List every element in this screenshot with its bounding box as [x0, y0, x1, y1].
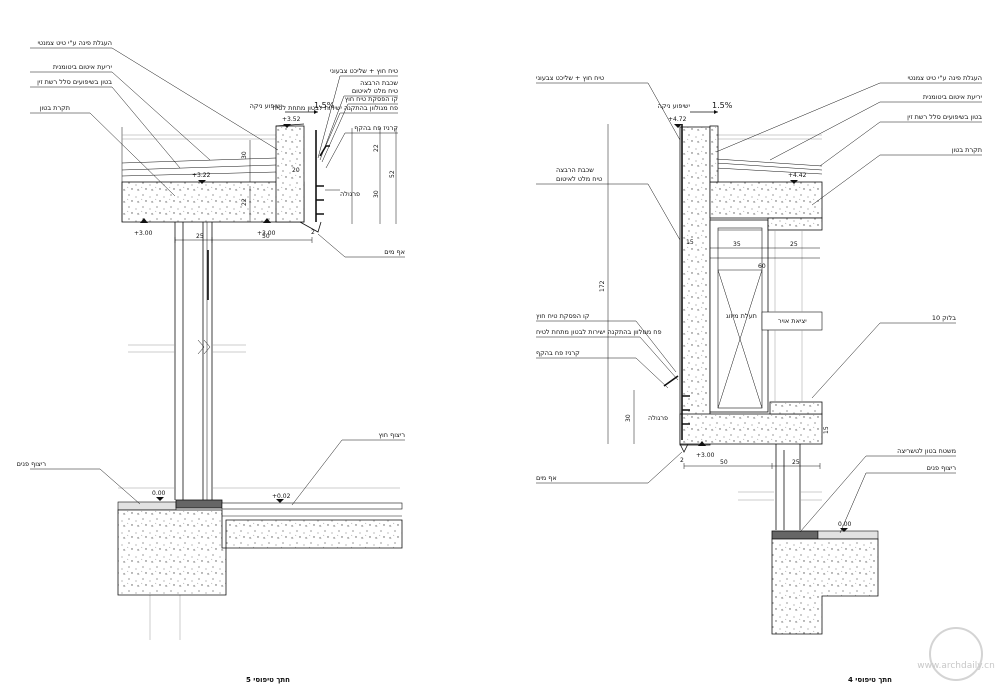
- left-callouts: העגלת פינה ע"י טיט צמנטי יריעת איטום ביט…: [17, 39, 279, 505]
- right-slope-label: ישיפוע ניקה: [658, 102, 691, 110]
- level-interior-floor: 0.00: [838, 521, 852, 528]
- dim-slab: 22: [241, 198, 248, 206]
- right-callout-drip: אף מים: [536, 474, 557, 482]
- right-callout-concrete-slab: תקרת בטון: [952, 146, 982, 154]
- right-window-frame: [775, 444, 801, 530]
- right-right-callouts: העגלת פינה ע"י טיט צמנטי יריעת איטום ביט…: [715, 74, 983, 534]
- watermark-logo: www.archdaily.cn: [917, 627, 995, 681]
- dim-fascia-lower: 30: [373, 190, 380, 198]
- right-callout-interior-floor: ריצוף פנים: [927, 464, 957, 472]
- left-section-detail: +3.52 +3.22 +3.00 +3.00 0.00 +0.02 30 20…: [17, 39, 406, 684]
- left-exterior-floor: [221, 502, 403, 510]
- dim-duct-width: 35: [733, 241, 741, 248]
- watermark-text: www.archdaily.cn: [917, 661, 995, 671]
- dim-soffit-width: 60: [758, 263, 766, 270]
- right-callout-air-outlet: יציאת אויר: [778, 317, 807, 325]
- left-callout-exterior-floor: ריצוף חוץ: [379, 431, 406, 439]
- left-callout-waterproof-plaster: טיח מלט לאיטום: [352, 87, 398, 95]
- left-callout-drip: אף מים: [384, 248, 405, 256]
- right-callout-cornice: קרניז פח בהקף: [536, 349, 580, 357]
- level-roof-top: +3.52: [282, 116, 301, 123]
- left-right-callouts: טיח חוץ + שליכט צבעוני שכבת הרבצה טיח מל…: [272, 67, 406, 506]
- right-air-outlet: [761, 311, 823, 331]
- right-callout-plaster-stop: קו הפסקת טיח חוץ: [536, 312, 590, 320]
- dim-overhang: 50: [720, 459, 728, 466]
- left-interior-floor: [117, 501, 177, 511]
- right-callout-block: בלוק 10: [932, 314, 956, 322]
- level-interior-floor: 0.00: [152, 490, 166, 497]
- right-slope-value: 1.5%: [712, 101, 733, 110]
- left-callout-plaster-stop: קו הפסקת טיח חוץ: [345, 95, 399, 103]
- dim-overhang: 50: [262, 233, 270, 240]
- right-threshold: [771, 530, 819, 540]
- left-callout-interior-floor: ריצוף פנים: [17, 460, 47, 468]
- left-callout-slope-concrete: בטון בשיפועים סלל רשת זין: [37, 78, 112, 86]
- dim-drip: 2: [680, 457, 684, 464]
- left-callout-membrane: יריעת איטום ביטומנית: [53, 63, 113, 71]
- level-lintel: +3.00: [696, 452, 715, 459]
- dim-fascia-total: 52: [389, 170, 396, 178]
- right-callout-corner-fillet: העגלת פינה ע"י טיט צמנטי: [907, 74, 982, 82]
- dim-frame: 25: [792, 459, 800, 466]
- left-callout-scratch-coat: שכבת הרבצה: [360, 79, 398, 87]
- right-callout-render: טיח חוץ + שליכט צבעוני: [536, 74, 604, 82]
- right-exterior-wall: [679, 126, 711, 446]
- right-callout-scratch-coat: שכבת הרבצה: [556, 166, 594, 174]
- right-foundation: [771, 538, 879, 635]
- right-callout-membrane: יריעת איטום ביטומנית: [923, 93, 983, 101]
- dim-wall-height: 172: [599, 280, 606, 292]
- dim-wall-thickness: 15: [686, 239, 694, 246]
- dim-parapet-height: 30: [241, 151, 248, 159]
- right-callout-galvanized-sheet: פח מגולוון בהתקנה ישירות לבטון מתחת לטיח: [536, 328, 662, 336]
- left-parapet: [275, 125, 305, 223]
- dim-frame-width: 25: [196, 233, 204, 240]
- right-level-markers: +4.72 +4.42 +3.00 0.00: [668, 116, 852, 532]
- left-dimensions: 30 20 22 22 30 52 25 50 2: [174, 128, 397, 243]
- level-parapet-top: +4.72: [668, 116, 687, 123]
- left-callout-pergola: פרגולה: [340, 190, 360, 198]
- right-ac-duct: [709, 219, 769, 413]
- left-callout-render: טיח חוץ + שליכט צבעוני: [330, 67, 398, 75]
- right-lintel: [679, 413, 823, 445]
- level-ceiling: +3.00: [134, 230, 153, 237]
- left-slope-value: 1.5%: [314, 101, 335, 110]
- right-section-detail: +4.72 +4.42 +3.00 0.00 35 25 60 15 15 17…: [536, 74, 983, 684]
- dim-block-width: 25: [790, 241, 798, 248]
- right-callout-waterproof-plaster: טיח מלט לאיטום: [556, 175, 602, 183]
- right-callout-slope-concrete: בטון בשיפועים סלל רשת זין: [907, 113, 982, 121]
- level-roof-finish: +3.22: [192, 172, 211, 179]
- right-section-title: חתך טיפוסי 4: [848, 676, 892, 684]
- left-roof-slab: [121, 181, 305, 223]
- dim-parapet-width: 20: [292, 167, 300, 174]
- left-callout-corner-fillet: העגלת פינה ע"י טיט צמנטי: [37, 39, 112, 47]
- right-dimensions: 35 25 60 15 15 172 30 50 25 2: [599, 124, 830, 469]
- right-left-callouts: טיח חוץ + שליכט צבעוני שכבת הרבצה טיח מל…: [536, 74, 683, 484]
- dim-fascia-upper: 22: [373, 144, 380, 152]
- dim-fascia-height: 30: [625, 414, 632, 422]
- left-window-frame: [174, 222, 213, 500]
- left-slope-label: ישיפוע ניקה: [250, 102, 283, 110]
- left-threshold: [175, 499, 223, 509]
- right-roof-slab: [709, 181, 823, 219]
- left-section-title: חתך טיפוסי 5: [246, 676, 290, 684]
- left-callout-concrete-slab: תקרת בטון: [40, 104, 70, 112]
- dim-drip: 2: [311, 229, 315, 236]
- right-callout-pergola: פרגולה: [648, 414, 668, 422]
- left-callout-cornice: קרניז פח בהקף: [354, 124, 398, 132]
- dim-lintel-height: 15: [823, 426, 830, 434]
- left-level-markers: +3.52 +3.22 +3.00 +3.00 0.00 +0.02: [134, 116, 301, 503]
- right-callout-grout: משטח בטון לטשריצה: [897, 447, 956, 455]
- level-roof-finish: +4.42: [788, 172, 807, 179]
- left-foundation: [117, 509, 403, 596]
- level-exterior-floor: +0.02: [272, 493, 291, 500]
- right-interior-floor: [817, 530, 879, 540]
- left-callout-galvanized-sheet: פח מגולוון בהתקנה ישירות לבטון מתחת לטיח: [272, 104, 398, 112]
- right-callout-ac-duct: תעלת מיזוג: [726, 312, 757, 320]
- level-slab-bottom: +3.00: [257, 230, 276, 237]
